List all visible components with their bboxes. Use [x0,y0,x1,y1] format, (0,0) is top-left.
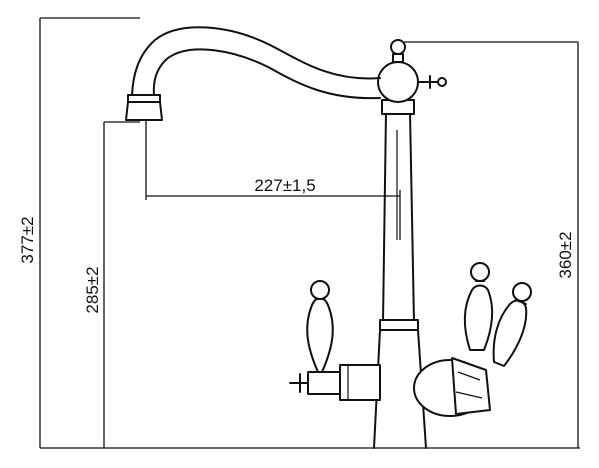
right-handle-two-knob [512,282,532,302]
left-handle-cap [289,373,309,393]
column-top-stem [392,53,404,63]
label-body-height: 360±2 [556,231,575,278]
right-valve-detail [455,371,483,399]
column-top-finial [390,39,406,55]
left-handle-knob [310,280,330,300]
column-dome [377,61,419,103]
body-mid-collar [379,319,419,331]
dome-side-knob-end [437,77,447,87]
left-handle-lever [306,297,334,373]
label-spout-height: 285±2 [83,266,102,313]
right-handle-lever-two [492,299,528,367]
spout-aerator-ring [127,94,161,103]
spout-outer-curve [131,26,381,96]
spout-inner-curve [152,48,381,100]
faucet-outline [125,26,532,449]
dome-side-knob [417,75,441,89]
valve-cross-housing [339,364,381,401]
faucet-column [382,111,415,323]
label-total-height: 377±2 [18,216,37,263]
left-handle-arm [307,371,341,395]
spout-aerator [125,101,163,121]
label-spout-reach: 227±1,5 [254,176,315,195]
right-handle-lever-one [464,284,494,351]
dimension-lines [39,17,580,449]
right-valve-fitting [451,357,491,415]
right-handle-one-knob [470,262,490,282]
right-handle-two-neck [515,299,527,305]
